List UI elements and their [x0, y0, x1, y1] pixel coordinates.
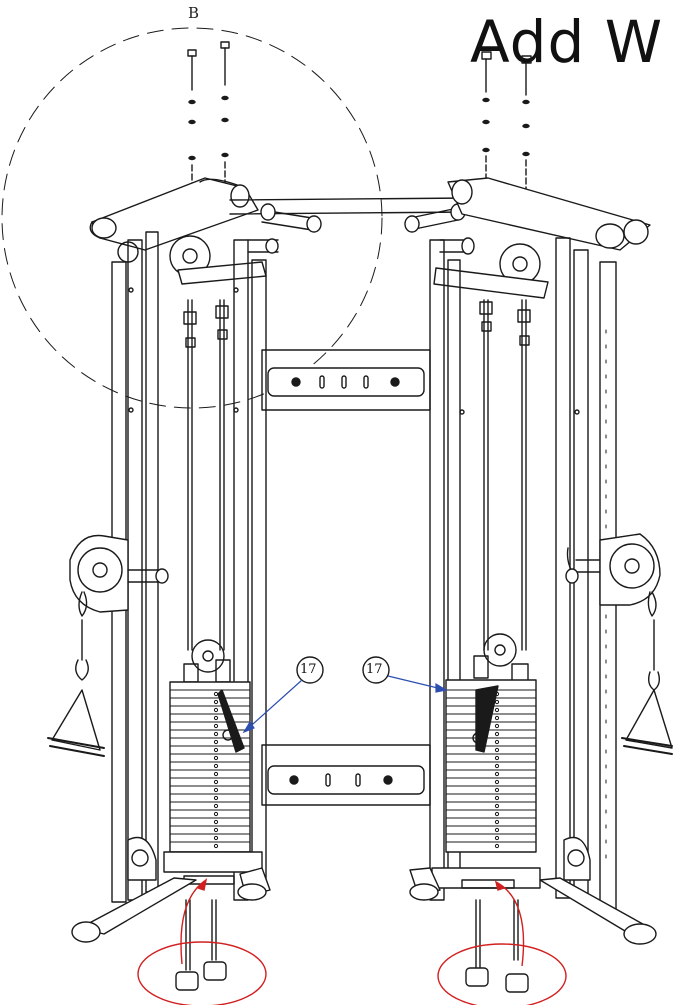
weight-plate-hole [213, 803, 219, 809]
weight-plate-hole [494, 715, 500, 721]
weight-plate-hole [494, 699, 500, 705]
callout-circle-right [362, 656, 390, 684]
center-brackets [261, 349, 431, 806]
weight-plate-hole [494, 723, 500, 729]
weight-plate-hole [494, 843, 500, 849]
weight-plate-hole [494, 795, 500, 801]
weight-plate-hole [213, 771, 219, 777]
weight-plate-hole [494, 691, 500, 697]
weight-plate-hole [494, 707, 500, 713]
weight-plate-hole [494, 827, 500, 833]
weight-plate-hole [494, 819, 500, 825]
callout-17-right: 17 [366, 662, 383, 677]
weight-plate-hole [494, 739, 500, 745]
weight-plate-hole [494, 747, 500, 753]
leader-line-left [243, 679, 303, 733]
weight-plate-hole [213, 779, 219, 785]
weight-plate-hole [213, 763, 219, 769]
weight-plate-hole [213, 731, 219, 737]
leader-arrow-left [242, 720, 255, 734]
left-tower [47, 177, 471, 991]
weight-plate-hole [213, 819, 219, 825]
weight-plate-hole [494, 787, 500, 793]
weight-plates-left [170, 689, 250, 849]
bolt-stack-right-b [521, 55, 532, 201]
weight-plate-hole [494, 811, 500, 817]
leader-arrow-right [435, 682, 448, 693]
weight-plate-hole [213, 715, 219, 721]
weight-plate-hole [494, 755, 500, 761]
red-highlight-left [137, 941, 267, 1005]
weight-plate-hole [213, 739, 219, 745]
weight-plates-right [446, 689, 536, 849]
bolt-stack-right-a [481, 51, 492, 196]
weight-plate-hole [494, 771, 500, 777]
weight-plate-hole [213, 795, 219, 801]
weight-plate-hole [213, 691, 219, 697]
red-arrow-left [180, 879, 207, 965]
weight-plate-hole [213, 787, 219, 793]
weight-plate-hole [213, 707, 219, 713]
weight-plate-hole [494, 731, 500, 737]
heading-text: Add W [470, 8, 664, 76]
weight-plate-hole [213, 699, 219, 705]
weight-plate-hole [213, 747, 219, 753]
weight-plate-hole [494, 803, 500, 809]
callout-17-left: 17 [300, 662, 317, 677]
weight-plate-hole [213, 723, 219, 729]
weight-plate-hole [494, 763, 500, 769]
right-tower [409, 177, 673, 993]
callout-circle-left [296, 656, 324, 684]
weight-plate-hole [213, 811, 219, 817]
weight-plate-hole [213, 827, 219, 833]
weight-plate-hole [494, 835, 500, 841]
detail-b-label: B [188, 4, 200, 22]
weight-plate-hole [213, 843, 219, 849]
weight-plate-hole [213, 755, 219, 761]
weight-plate-hole [494, 779, 500, 785]
detail-b-circle [1, 27, 383, 409]
weight-plate-hole [213, 835, 219, 841]
red-arrow-right [495, 881, 525, 967]
red-highlight-right [437, 943, 567, 1005]
